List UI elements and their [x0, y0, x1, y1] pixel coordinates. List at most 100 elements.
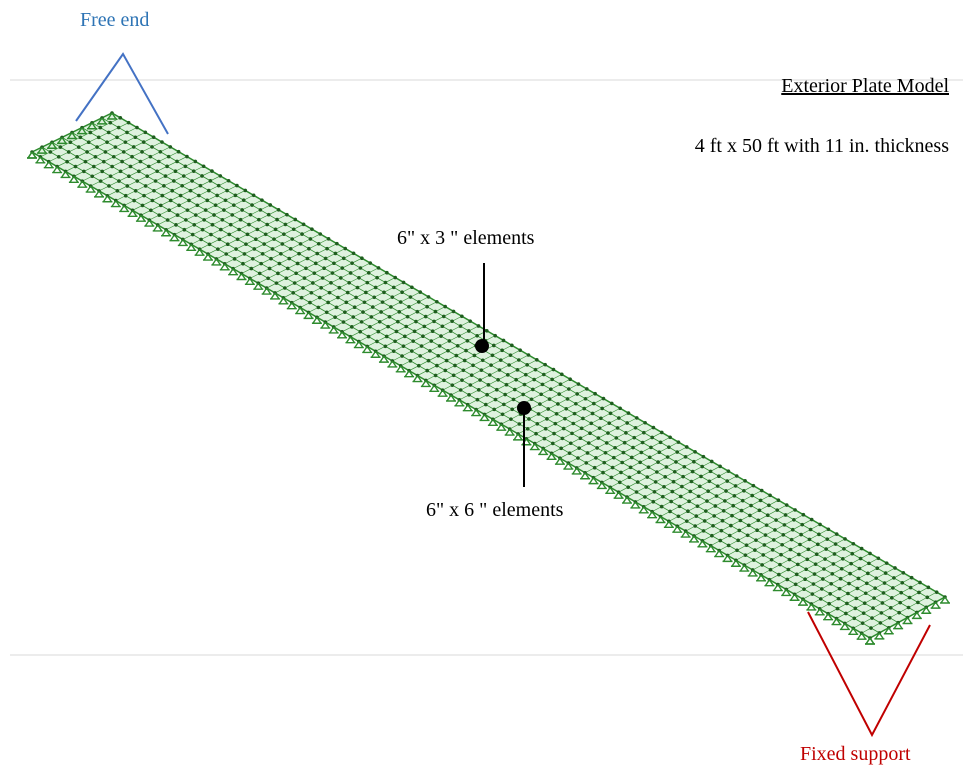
mesh-node [532, 377, 536, 382]
mesh-node [773, 528, 777, 532]
mesh-node [628, 465, 633, 470]
mesh-node [882, 581, 887, 585]
support-node-icon [580, 472, 591, 480]
mesh-node [401, 344, 406, 348]
mesh-node [447, 339, 452, 343]
mesh-node [426, 358, 431, 363]
mesh-node [700, 464, 705, 469]
mesh-node [98, 125, 103, 130]
mesh-node [83, 159, 88, 164]
mesh-node [897, 610, 901, 615]
mesh-node [890, 596, 894, 600]
mesh-node [730, 513, 734, 518]
mesh-node [577, 446, 581, 450]
mesh-node [373, 285, 378, 290]
mesh-node [437, 344, 442, 348]
mesh-node [300, 232, 304, 236]
mesh-node [279, 251, 283, 256]
mesh-node [600, 406, 604, 411]
mesh-node [750, 493, 755, 498]
mesh-node [888, 606, 893, 610]
mesh-node [525, 427, 530, 431]
mesh-node [284, 276, 289, 280]
mesh-node [472, 353, 477, 358]
mesh-node [625, 421, 629, 425]
support-node-icon [504, 428, 515, 436]
mesh-node [255, 227, 260, 232]
mesh-node [241, 198, 246, 202]
support-node-icon [883, 627, 894, 635]
mesh-node [707, 479, 712, 484]
mesh-node [157, 213, 162, 217]
support-node-icon [856, 632, 867, 640]
mesh-node [372, 295, 377, 300]
mesh-node [393, 275, 398, 280]
mesh-node [368, 261, 373, 265]
mesh-node [867, 561, 871, 566]
mesh-node [593, 391, 597, 396]
mesh-node [739, 508, 744, 513]
mesh-node [88, 130, 93, 135]
mesh-node [444, 358, 449, 363]
support-node-icon [546, 452, 557, 461]
mesh-node [165, 218, 170, 222]
mesh-node [778, 562, 782, 567]
mesh-node [542, 436, 547, 441]
mesh-node [712, 514, 716, 518]
mesh-node [844, 611, 848, 616]
mesh-node [185, 154, 189, 159]
mesh-node [333, 251, 338, 256]
mesh-node [223, 198, 228, 203]
mesh-node [323, 256, 328, 261]
mesh-node [405, 314, 410, 319]
mesh-node [782, 523, 787, 527]
mesh-node [299, 295, 304, 300]
mesh-node [764, 523, 769, 527]
support-node-icon [270, 292, 281, 300]
mesh-node [925, 595, 930, 600]
mesh-node [731, 503, 736, 508]
mesh-node [274, 281, 279, 285]
mesh-node [199, 237, 203, 242]
mesh-node [689, 479, 694, 484]
support-node-icon [94, 190, 105, 198]
mesh-node [736, 538, 740, 543]
mesh-node [128, 164, 133, 169]
mesh-node [174, 223, 178, 227]
mesh-node [751, 483, 756, 488]
mesh-node [177, 203, 181, 208]
mesh-node [234, 247, 238, 251]
mesh-node [891, 586, 895, 590]
mesh-node [496, 378, 500, 382]
mesh-node [149, 208, 153, 213]
mesh-node [347, 280, 351, 285]
mesh-node [443, 304, 448, 309]
mesh-node [613, 445, 617, 450]
mesh-node [809, 517, 814, 522]
support-node-icon [814, 608, 825, 616]
mesh-node [383, 280, 388, 285]
mesh-node [455, 343, 460, 348]
mesh-node [209, 232, 213, 237]
mesh-node [727, 533, 732, 538]
support-node-icon [52, 166, 63, 174]
mesh-node [857, 566, 862, 571]
mesh-node [183, 164, 188, 169]
support-node-icon [689, 535, 700, 543]
support-node-icon [630, 501, 641, 509]
mesh-node [210, 222, 215, 227]
mesh-node [784, 503, 789, 507]
mesh-node [772, 538, 776, 542]
mesh-node [108, 174, 113, 179]
mesh-node [390, 295, 395, 299]
mesh-node [510, 343, 514, 348]
mesh-node [696, 494, 701, 499]
mesh-node [262, 242, 266, 246]
mesh-node [403, 334, 407, 339]
mesh-node [906, 605, 911, 610]
mesh-node [651, 425, 656, 430]
mesh-node [148, 154, 153, 159]
mesh-node [619, 470, 623, 475]
mesh-node [701, 529, 706, 533]
mesh-node [813, 562, 818, 566]
